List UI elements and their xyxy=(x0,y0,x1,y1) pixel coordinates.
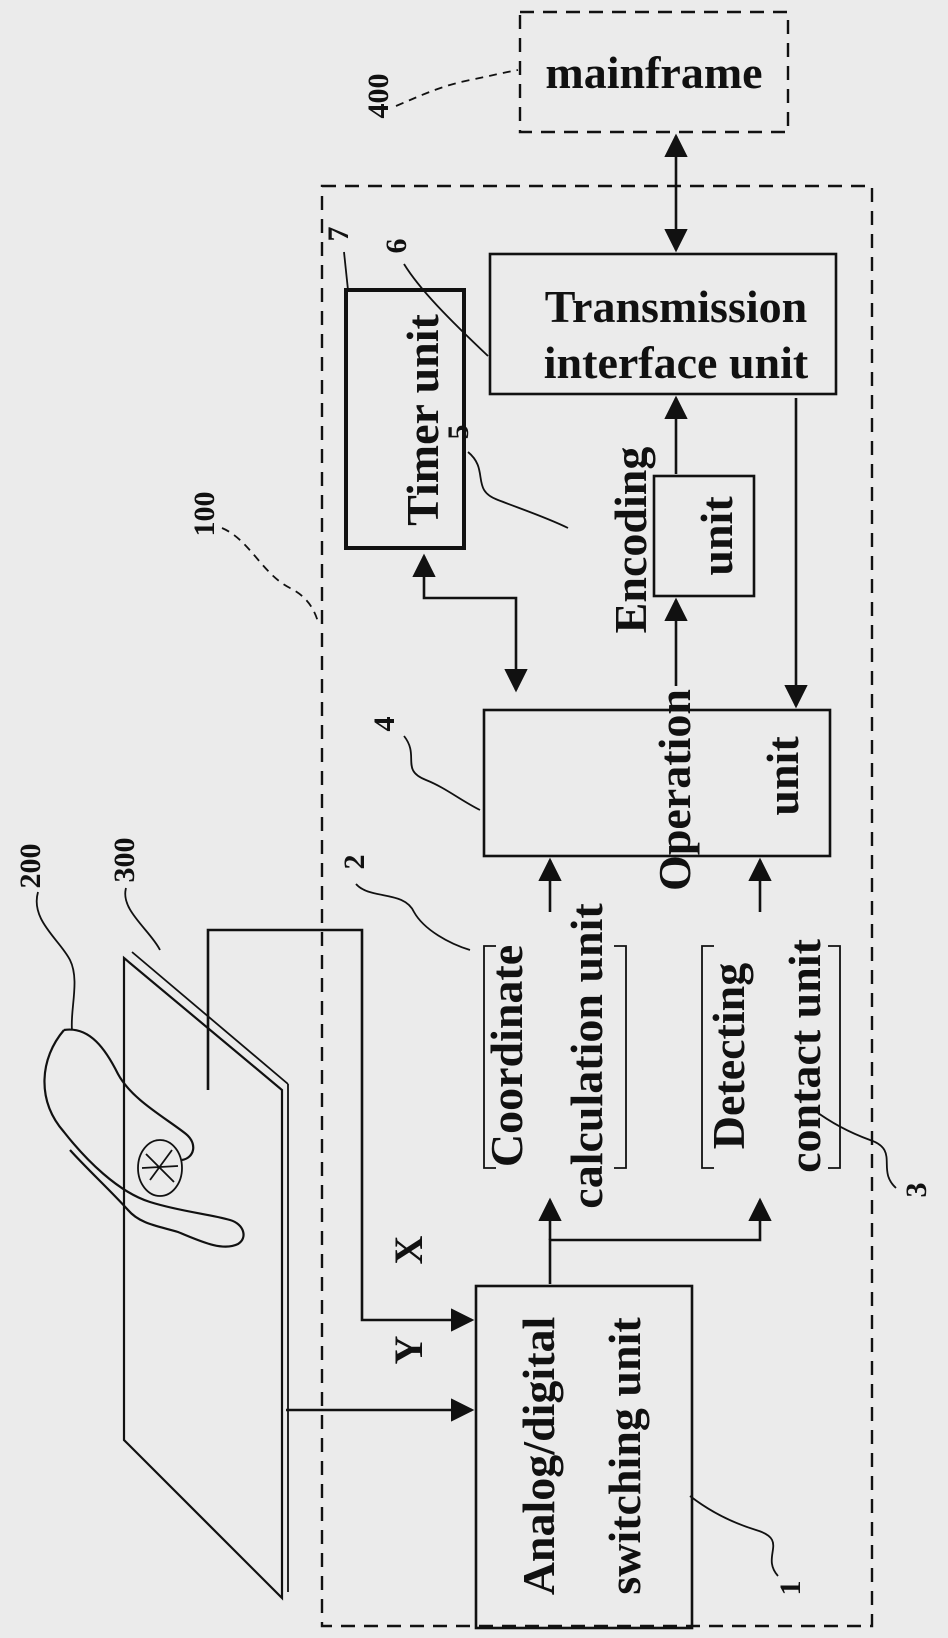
ref-5: 5 xyxy=(442,425,475,440)
detecting-label-line1: Detecting xyxy=(703,963,754,1149)
ref-400: 400 xyxy=(362,74,395,119)
ref-7: 7 xyxy=(322,227,355,242)
analog-to-units-link xyxy=(548,1197,772,1284)
timer-operation-link xyxy=(412,553,528,693)
ref-2: 2 xyxy=(338,855,371,870)
transmission-label-line1: Transmission xyxy=(545,281,807,332)
ref-1: 1 xyxy=(774,1581,807,1596)
analog-label-line1: Analog/digital xyxy=(513,1317,564,1596)
coordinate-bracket-left xyxy=(483,945,496,1169)
ref-6: 6 xyxy=(380,239,413,254)
mainframe-box xyxy=(518,10,790,134)
leader-5 xyxy=(467,451,569,529)
coordinate-bracket-right xyxy=(614,945,627,1169)
operation-label-line2: unit xyxy=(757,736,808,816)
mainframe-label: mainframe xyxy=(545,47,762,98)
ref-100: 100 xyxy=(188,492,221,537)
encoding-unit-box xyxy=(652,474,756,598)
analog-label-line2: switching unit xyxy=(599,1317,650,1595)
leader-2 xyxy=(355,883,471,951)
touch-panel xyxy=(122,955,284,1601)
x-signal-label: X xyxy=(386,1235,431,1264)
finger-illustration xyxy=(43,1028,245,1248)
leader-4 xyxy=(403,735,481,811)
leader-6 xyxy=(403,263,489,357)
coordinate-label-line2: calculation unit xyxy=(561,903,612,1209)
detecting-bracket-right xyxy=(828,945,841,1169)
leader-7 xyxy=(343,251,349,291)
timer-unit-box xyxy=(344,288,466,550)
ref-200: 200 xyxy=(14,844,47,889)
coordinate-label-line1: Coordinate xyxy=(481,945,532,1167)
ref-3: 3 xyxy=(900,1183,933,1198)
leader-3 xyxy=(813,1109,897,1189)
device-boundary xyxy=(320,184,874,1628)
transmission-label-line2: interface unit xyxy=(544,337,809,388)
encoding-label-line1: Encoding xyxy=(605,447,656,634)
detecting-label-line2: contact unit xyxy=(779,938,830,1173)
ref-4: 4 xyxy=(368,717,401,732)
analog-digital-box xyxy=(474,1284,694,1630)
transmission-interface-box xyxy=(488,252,838,396)
leader-1 xyxy=(689,1495,779,1577)
leader-100 xyxy=(221,527,319,623)
detecting-bracket-left xyxy=(701,945,714,1169)
touch-panel-edge xyxy=(131,951,289,1085)
timer-unit-label: Timer unit xyxy=(397,313,448,525)
encoding-label-line2: unit xyxy=(691,496,742,576)
ref-300: 300 xyxy=(108,838,141,883)
leader-400 xyxy=(395,69,519,107)
x-signal-line xyxy=(206,928,475,1332)
operation-label-line1: Operation xyxy=(649,689,700,891)
leader-200 xyxy=(35,891,76,1031)
operation-unit-box xyxy=(482,708,832,858)
y-signal-label: Y xyxy=(386,1335,431,1364)
leader-300 xyxy=(124,887,161,951)
